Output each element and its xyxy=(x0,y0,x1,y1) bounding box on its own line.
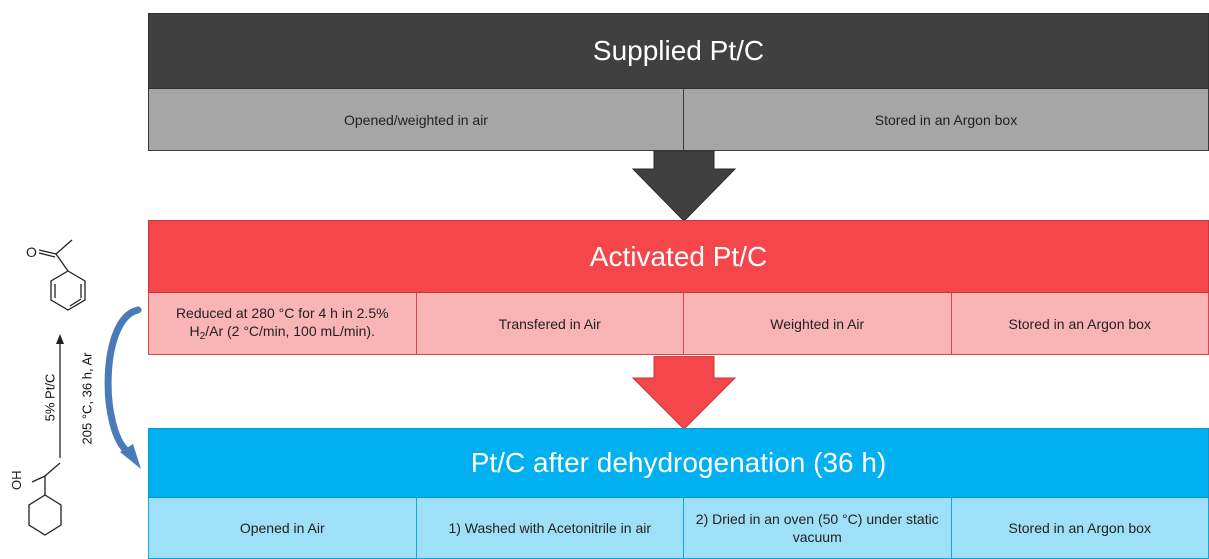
activated-step-transfered: Transfered in Air xyxy=(417,293,684,354)
activated-step-stored: Stored in an Argon box xyxy=(1008,315,1151,332)
reaction-scheme: O OH xyxy=(9,239,142,536)
activated-step-weighted: Weighted in Air xyxy=(684,293,952,354)
cyclohexylethanol-structure xyxy=(28,462,62,536)
catalyst-label: 5% Pt/C xyxy=(42,373,58,422)
after-step-stored: Stored in an Argon box xyxy=(1008,520,1151,536)
supplied-steps-row: Opened/weighted in air Stored in an Argo… xyxy=(148,89,1209,151)
hydroxyl-label: OH xyxy=(9,471,24,491)
activated-steps-row: Reduced at 280 °C for 4 h in 2.5% H2/Ar … xyxy=(148,293,1209,355)
reduced-h: H xyxy=(189,323,200,339)
down-arrow-gray xyxy=(631,151,737,222)
curved-blue-arrow xyxy=(104,306,142,469)
reduced-line-1: Reduced at 280 °C for 4 h in 2.5% xyxy=(175,305,389,321)
after-step-opened: Opened in Air xyxy=(149,498,417,558)
activated-header: Activated Pt/C xyxy=(148,220,1209,293)
activated-step-reduced: Reduced at 280 °C for 4 h in 2.5% H2/Ar … xyxy=(149,293,417,354)
after-step-dried: 2) Dried in an oven (50 °C) under static… xyxy=(684,498,952,558)
after-stage: Pt/C after dehydrogenation (36 h) Opened… xyxy=(148,428,1209,559)
after-steps-row: Opened in Air 1) Washed with Acetonitril… xyxy=(148,498,1209,559)
down-arrow-red xyxy=(631,356,737,430)
after-header: Pt/C after dehydrogenation (36 h) xyxy=(148,428,1209,498)
supplied-step-opened: Opened/weighted in air xyxy=(149,89,684,150)
reduced-subscript: 2 xyxy=(199,331,206,342)
after-step-washed: 1) Washed with Acetonitrile in air xyxy=(417,498,684,558)
reduced-rest: /Ar (2 °C/min, 100 mL/min). xyxy=(205,323,375,339)
supplied-stage: Supplied Pt/C Opened/weighted in air Sto… xyxy=(148,13,1209,151)
supplied-step-stored: Stored in an Argon box xyxy=(874,111,1018,128)
reaction-arrow xyxy=(56,334,64,458)
acetophenone-structure xyxy=(38,239,86,311)
conditions-label: 205 °C, 36 h, Ar xyxy=(79,352,95,445)
carbonyl-o-label: O xyxy=(26,244,37,260)
supplied-header: Supplied Pt/C xyxy=(148,13,1209,89)
reduced-line-2: H2/Ar (2 °C/min, 100 mL/min). xyxy=(190,322,375,343)
activated-stage: Activated Pt/C Reduced at 280 °C for 4 h… xyxy=(148,220,1209,355)
